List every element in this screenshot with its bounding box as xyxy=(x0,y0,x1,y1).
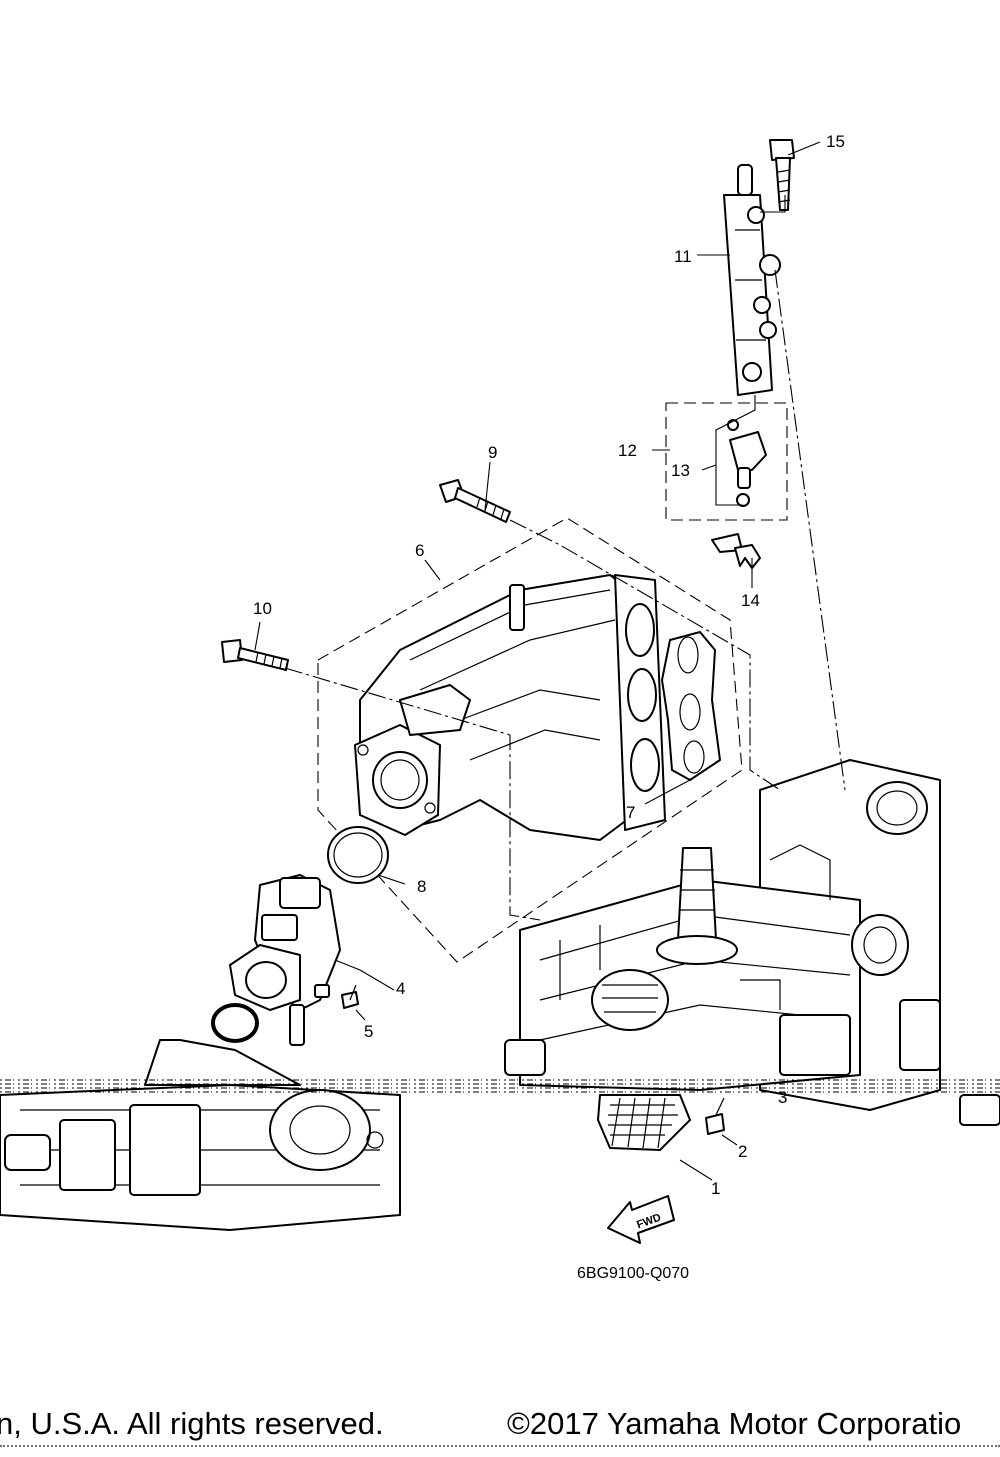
leader-lines xyxy=(254,141,821,1181)
callout-9: 9 xyxy=(488,443,497,462)
footer-rights-text: n, U.S.A. All rights reserved. xyxy=(0,1406,384,1441)
callout-2: 2 xyxy=(738,1142,747,1161)
o-ring-small xyxy=(211,1003,259,1043)
bolt-10 xyxy=(221,639,289,671)
callout-4: 4 xyxy=(396,979,405,998)
callout-10: 10 xyxy=(253,599,272,618)
o-ring-8 xyxy=(327,826,389,884)
bolt-5 xyxy=(341,984,359,1009)
callout-14: 14 xyxy=(741,591,760,610)
assembly-outline-manifold xyxy=(317,517,743,963)
callout-5: 5 xyxy=(364,1022,373,1041)
callout-6: 6 xyxy=(415,541,424,560)
callout-12: 12 xyxy=(618,441,637,460)
alignment-lines xyxy=(284,269,846,921)
scan-noise xyxy=(0,1079,1000,1093)
callout-1: 1 xyxy=(711,1179,720,1198)
engine-block xyxy=(504,759,941,1111)
throttle-body xyxy=(229,874,341,1046)
diagram-code: 6BG9100-Q070 xyxy=(577,1265,689,1282)
bolt-9 xyxy=(439,479,511,523)
fwd-arrow-icon: FWD xyxy=(607,1195,675,1244)
lower-engine-section xyxy=(0,1039,1000,1231)
assembly-outline-injector xyxy=(665,402,788,521)
scan-noise-footer xyxy=(0,1445,1000,1450)
callout-3: 3 xyxy=(778,1088,787,1107)
bolt-15 xyxy=(769,139,795,211)
bolt-2 xyxy=(705,1097,725,1135)
injector-clip xyxy=(711,533,761,569)
fuel-injector xyxy=(727,419,767,507)
intake-manifold xyxy=(354,574,666,841)
fuel-rail xyxy=(723,164,781,396)
callout-7: 7 xyxy=(626,803,635,822)
callout-numbers: 1 2 3 4 5 6 7 8 9 10 11 12 13 14 15 xyxy=(253,132,845,1198)
manifold-gasket xyxy=(661,631,721,781)
callout-8: 8 xyxy=(417,877,426,896)
footer-copyright-text: ©2017 Yamaha Motor Corporatio xyxy=(507,1406,962,1441)
callout-11: 11 xyxy=(674,247,692,266)
callout-15: 15 xyxy=(826,132,845,151)
callout-13: 13 xyxy=(671,461,690,480)
